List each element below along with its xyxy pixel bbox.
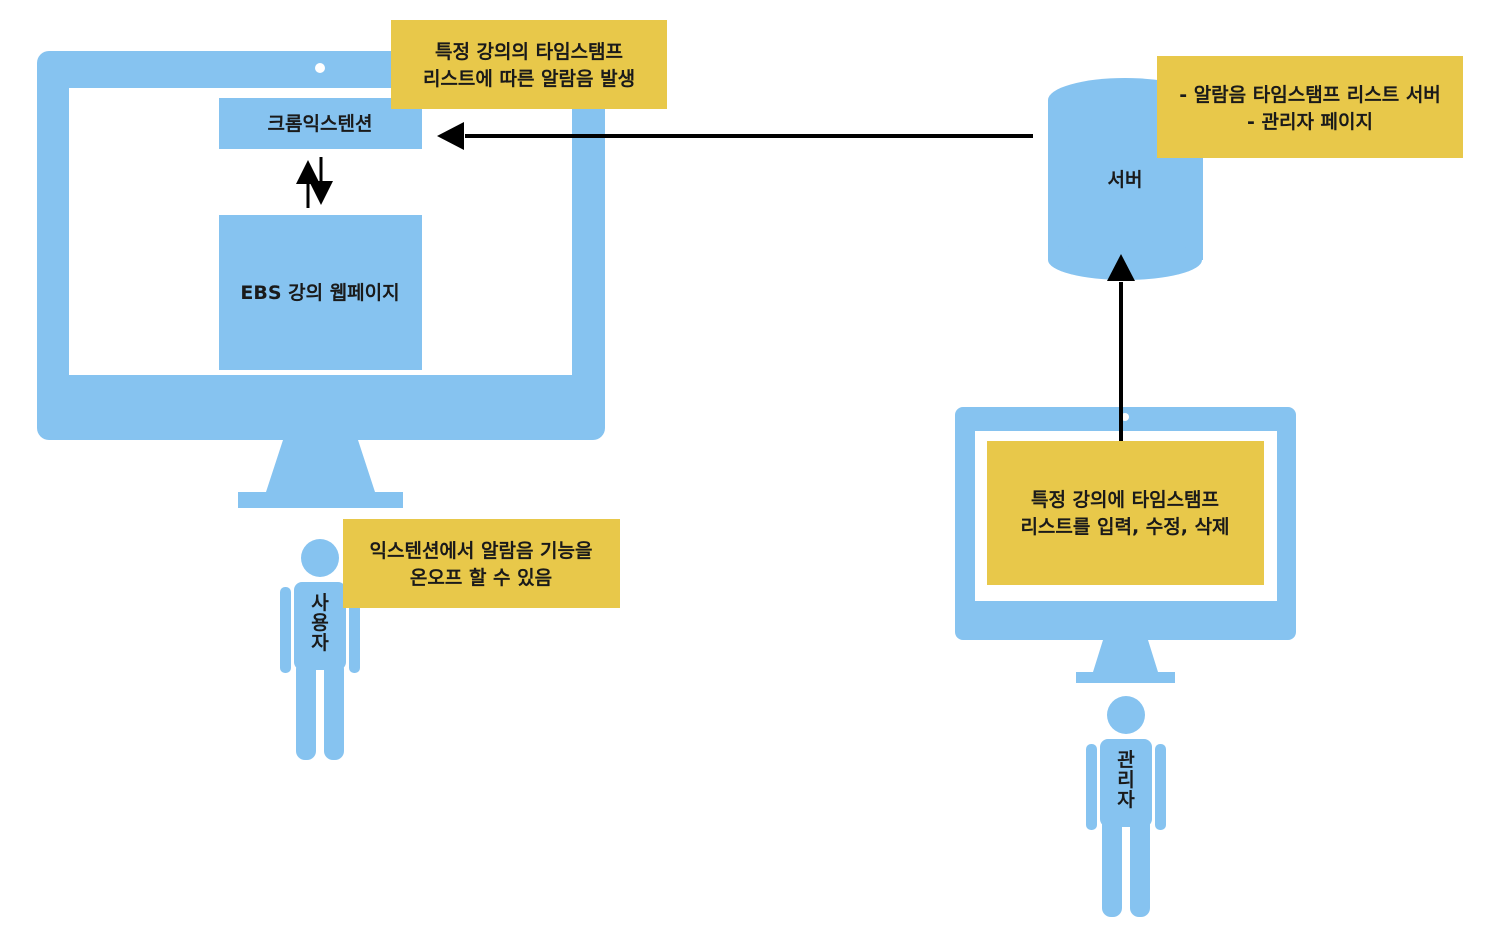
admin-screen-line-2: 리스트를 입력, 수정, 삭제: [1020, 516, 1229, 538]
toggle-note: 익스텐션에서 알람음 기능을 온오프 할 수 있음: [343, 519, 620, 608]
user-person-icon: 사 용 자: [280, 539, 360, 760]
admin-person-icon: 관 리 자: [1086, 696, 1166, 917]
server-database-icon: 서버: [1048, 78, 1203, 280]
user-label-1: 사: [311, 592, 329, 614]
admin-screen-line-1: 특정 강의에 타임스탬프: [1031, 489, 1219, 511]
bidirectional-arrow-icon: [296, 157, 333, 208]
server-note-line-2: - 관리자 페이지: [1247, 111, 1373, 133]
webpage-label: EBS 강의 웹페이지: [240, 282, 399, 304]
alarm-note: 특정 강의의 타임스탬프 리스트에 따른 알람음 발생: [391, 20, 667, 109]
admin-label-1: 관: [1117, 749, 1135, 771]
alarm-note-line-2: 리스트에 따른 알람음 발생: [423, 68, 635, 90]
admin-monitor-neck: [1093, 640, 1158, 672]
client-monitor-camera: [315, 63, 325, 73]
toggle-note-line-1: 익스텐션에서 알람음 기능을: [370, 540, 593, 562]
extension-box: 크롬익스텐션: [219, 98, 422, 149]
webpage-box: EBS 강의 웹페이지: [219, 215, 422, 370]
server-note-line-1: - 알람음 타임스탬프 리스트 서버: [1179, 84, 1441, 106]
user-label-3: 자: [311, 632, 329, 654]
admin-monitor-base: [1076, 672, 1175, 683]
server-to-extension-arrow-icon: [437, 122, 1033, 150]
extension-label: 크롬익스텐션: [268, 113, 373, 135]
client-monitor-neck: [266, 440, 375, 492]
admin-label-3: 자: [1117, 789, 1135, 811]
alarm-note-line-1: 특정 강의의 타임스탬프: [435, 41, 623, 63]
admin-label-2: 리: [1117, 769, 1134, 791]
admin-to-server-arrow-icon: [1107, 254, 1135, 441]
server-note: - 알람음 타임스탬프 리스트 서버 - 관리자 페이지: [1157, 56, 1463, 158]
client-monitor-base: [238, 492, 403, 508]
server-label: 서버: [1108, 169, 1143, 191]
toggle-note-line-2: 온오프 할 수 있음: [410, 566, 552, 589]
admin-screen-box: 특정 강의에 타임스탬프 리스트를 입력, 수정, 삭제: [987, 441, 1264, 585]
user-label-2: 용: [311, 612, 328, 634]
